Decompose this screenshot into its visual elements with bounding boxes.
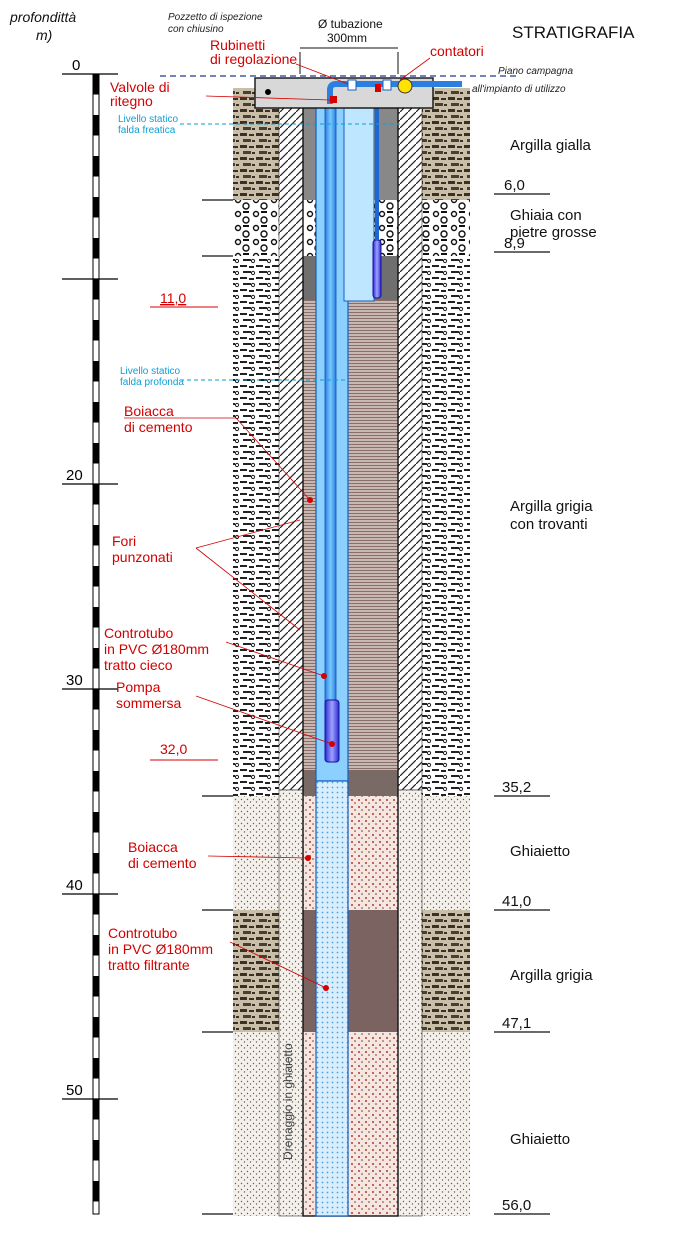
gravel-pack-left xyxy=(278,789,304,1217)
callout-grout-1b: di cemento xyxy=(124,419,193,435)
layer-2-name: Ghiaia con xyxy=(510,207,582,224)
callout-filter-casing: Controtubo xyxy=(108,925,177,941)
pit-label: Pozzetto di ispezione xyxy=(168,12,263,23)
callout-static-shallow: Livello statico xyxy=(118,114,178,125)
pump-shallow xyxy=(372,239,382,299)
stratigraphy-title: STRATIGRAFIA xyxy=(512,23,635,42)
to-plant-label: all'impianto di utilizzo xyxy=(472,84,566,95)
layer-2-name-2: pietre grosse xyxy=(510,224,597,241)
layer-3-name-2: con trovanti xyxy=(510,516,588,533)
callout-holes: Fori xyxy=(112,533,136,549)
ruler-block xyxy=(93,402,99,423)
ruler-block xyxy=(93,771,99,792)
depth-axis-unit: m) xyxy=(36,27,52,43)
ruler-block xyxy=(93,976,99,997)
ruler-block xyxy=(93,730,99,751)
callout-taps: Rubinetti xyxy=(210,37,265,53)
ruler-block xyxy=(93,1099,99,1120)
ruler-block xyxy=(93,484,99,505)
callout-filter-casing-2: in PVC Ø180mm xyxy=(108,941,213,957)
layer-6-bottom: 56,0 xyxy=(502,1197,531,1214)
callout-blind-casing-3: tratto cieco xyxy=(104,657,173,673)
annulus-right xyxy=(397,99,423,791)
callout-static-shallow-2: falda freatica xyxy=(118,125,176,136)
gravel-pack-label: Drenaggio in ghiaietto xyxy=(281,1043,295,1160)
ground-level-label: Piano campagna xyxy=(498,66,573,77)
inspection-pit xyxy=(160,47,520,109)
ruler-block xyxy=(93,361,99,382)
callout-static-deep-2: falda profonda xyxy=(120,377,184,388)
ruler-block xyxy=(93,238,99,259)
gravel-pack-right xyxy=(397,789,423,1217)
callout-valves-2: ritegno xyxy=(110,93,153,109)
stratigraphy-right xyxy=(494,193,550,1215)
pipe-diameter-label: Ø tubazione xyxy=(318,17,383,31)
layer-4-name: Ghiaietto xyxy=(510,843,570,860)
depth-tick-0: 0 xyxy=(72,57,80,74)
ruler-block xyxy=(93,197,99,218)
ruler-block xyxy=(93,279,99,300)
callout-filter-casing-3: tratto filtrante xyxy=(108,957,190,973)
depth-axis-title: profondittà xyxy=(9,9,76,25)
annulus-left xyxy=(278,99,304,791)
pipe-diameter-value: 300mm xyxy=(327,31,367,45)
callout-blind-casing-2: in PVC Ø180mm xyxy=(104,641,209,657)
mark-blind-top: 11,0 xyxy=(160,290,186,306)
callout-pump-2: sommersa xyxy=(116,695,182,711)
ruler-block xyxy=(93,1017,99,1038)
callout-holes-2: punzonati xyxy=(112,549,173,565)
layer-5-bottom: 47,1 xyxy=(502,1015,531,1032)
ruler-block xyxy=(93,1140,99,1161)
ruler-block xyxy=(93,894,99,915)
ruler-block xyxy=(93,156,99,177)
meter-gauge-icon xyxy=(397,78,413,94)
callout-taps-2: di regolazione xyxy=(210,51,297,67)
depth-tick-50: 50 xyxy=(66,1082,83,1099)
ruler-block xyxy=(93,1181,99,1202)
layer-3-bottom: 35,2 xyxy=(502,779,531,796)
layer-4-bottom: 41,0 xyxy=(502,893,531,910)
ruler-block xyxy=(93,115,99,136)
ruler-block xyxy=(93,853,99,874)
depth-tick-40: 40 xyxy=(66,877,83,894)
depth-tick-20: 20 xyxy=(66,467,83,484)
callout-grout-1: Boiacca xyxy=(124,403,174,419)
callout-pump: Pompa xyxy=(116,679,161,695)
ruler-block xyxy=(93,648,99,669)
ruler-block xyxy=(93,812,99,833)
ruler-block xyxy=(93,320,99,341)
ruler-block xyxy=(93,566,99,587)
layer-1-bottom: 6,0 xyxy=(504,177,525,194)
submersible-pump xyxy=(324,699,340,763)
pit-label-2: con chiusino xyxy=(168,24,224,35)
callout-grout-2: Boiacca xyxy=(128,839,178,855)
ruler-block xyxy=(93,443,99,464)
layer-2-bottom: 8,9 xyxy=(504,235,525,252)
callout-blind-casing: Controtubo xyxy=(104,625,173,641)
pvc-casing xyxy=(315,95,375,1217)
callout-meters: contatori xyxy=(430,43,484,59)
rising-pipe xyxy=(324,89,337,741)
layer-boundaries-left xyxy=(202,199,233,1215)
callout-static-deep: Livello statico xyxy=(120,366,180,377)
ruler-block xyxy=(93,935,99,956)
ruler-block xyxy=(93,1058,99,1079)
ruler-block xyxy=(93,689,99,710)
callout-valves: Valvole di xyxy=(110,79,170,95)
layer-6-name: Ghiaietto xyxy=(510,1131,570,1148)
ruler-block xyxy=(93,74,99,95)
layer-3-name: Argilla grigia xyxy=(510,498,593,515)
depth-ruler: 0 20 30 40 50 xyxy=(62,57,118,1215)
mark-filter-top: 32,0 xyxy=(160,741,187,757)
ruler-block xyxy=(93,525,99,546)
ruler-block xyxy=(93,607,99,628)
soil-column-right xyxy=(422,88,470,1216)
callout-grout-2b: di cemento xyxy=(128,855,197,871)
layer-1-name: Argilla gialla xyxy=(510,137,592,154)
layer-5-name: Argilla grigia xyxy=(510,967,593,984)
depth-tick-30: 30 xyxy=(66,672,83,689)
